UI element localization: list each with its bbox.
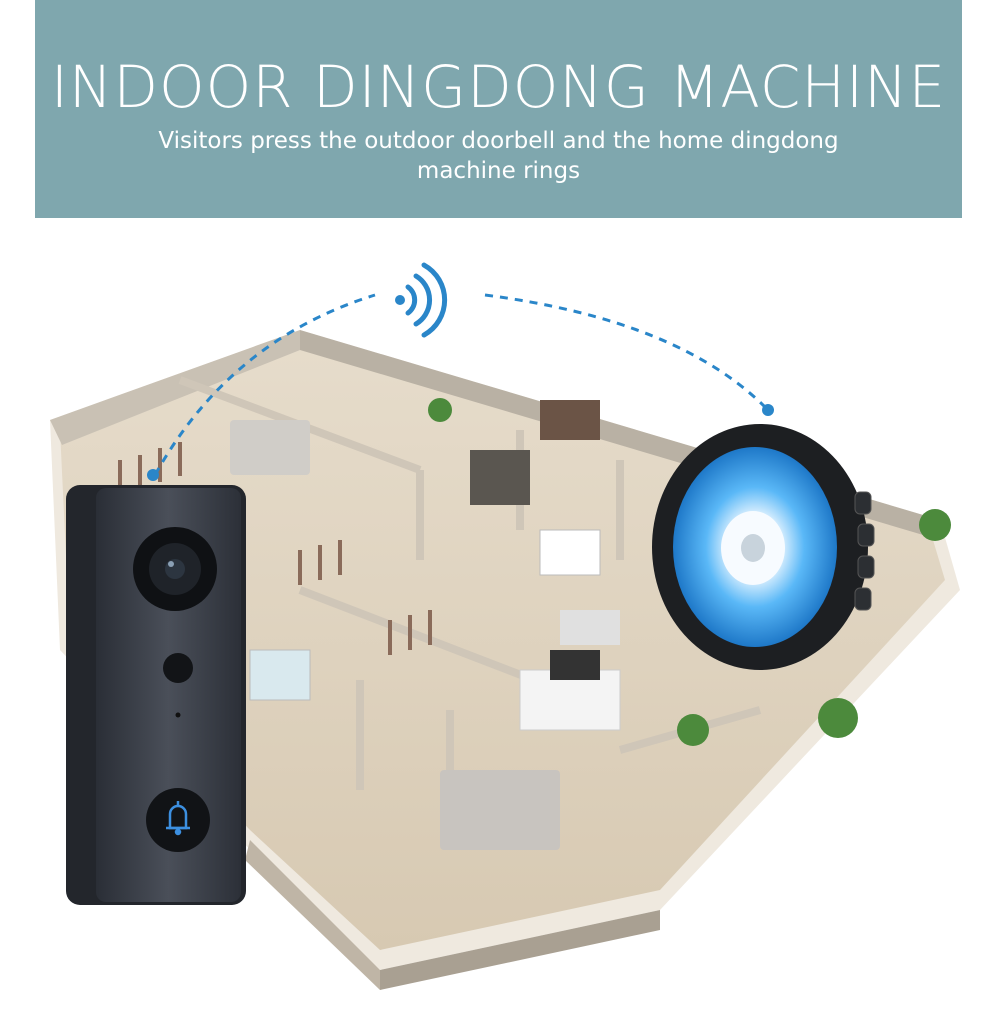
page-title: INDOOR DINGDONG MACHINE — [50, 53, 947, 121]
bell-icon — [166, 801, 190, 836]
signal-dot-left — [147, 469, 159, 481]
video-doorbell — [66, 485, 246, 905]
indoor-chime-unit — [652, 424, 875, 670]
title-banner: INDOOR DINGDONG MACHINE Visitors press t… — [35, 0, 962, 218]
page-subtitle: Visitors press the outdoor doorbell and … — [158, 128, 839, 184]
wifi-signal-icon — [395, 262, 448, 338]
product-scene — [50, 262, 960, 990]
chime-buttons — [854, 491, 875, 611]
signal-path — [153, 293, 770, 476]
ir-sensor — [163, 653, 193, 683]
bell-button — [146, 788, 210, 852]
camera-lens-icon — [133, 527, 217, 611]
signal-dot-right — [762, 404, 774, 416]
microphone-hole — [175, 712, 181, 718]
range-caption-partial — [330, 970, 890, 1010]
